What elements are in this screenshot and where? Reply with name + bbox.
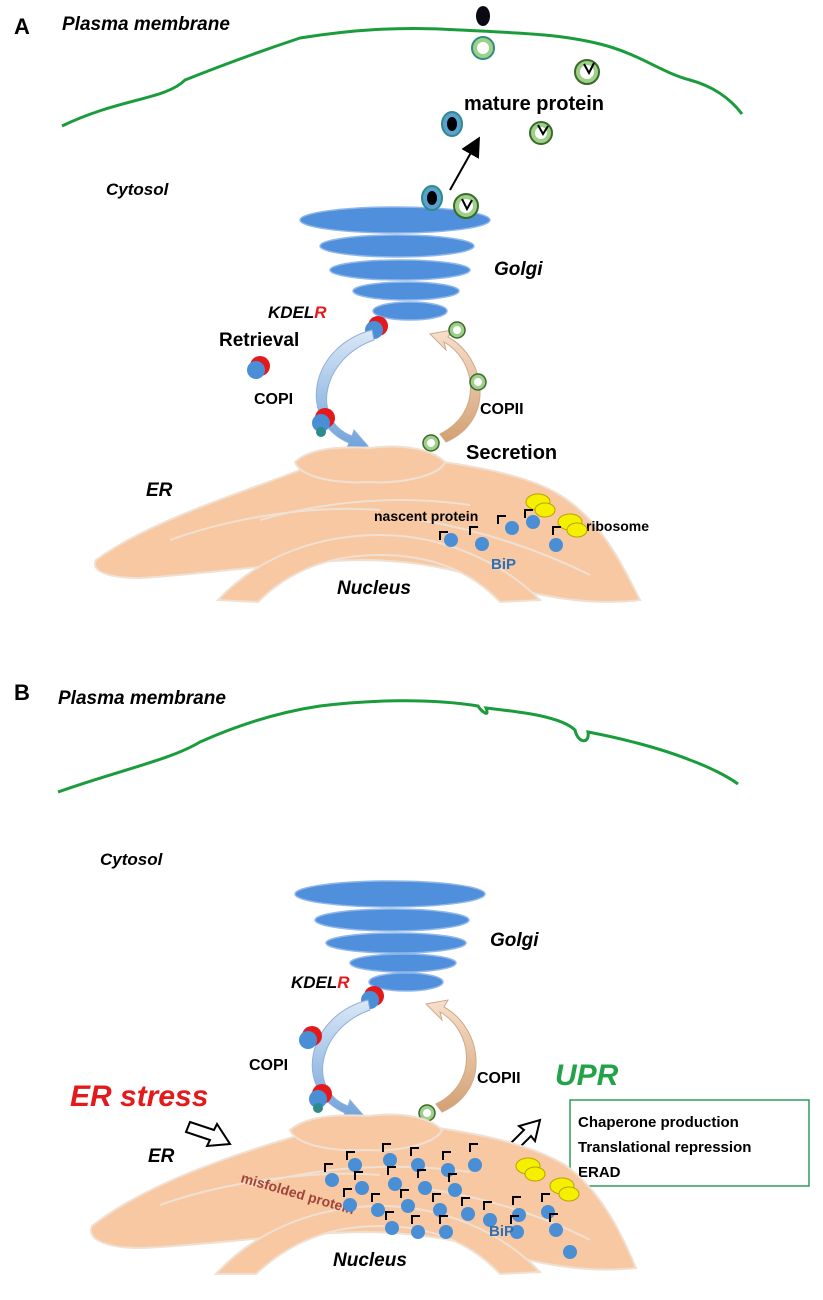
copii-vesicle-icon — [448, 321, 466, 339]
er-membrane — [93, 445, 642, 604]
er-label: ER — [148, 1146, 175, 1167]
cytosol-label: Cytosol — [100, 850, 164, 869]
golgi-exit-protein-icon — [421, 185, 443, 211]
nucleus-label: Nucleus — [333, 1250, 407, 1271]
secreted-protein-icon — [441, 111, 463, 137]
mature-protein-label: mature protein — [464, 93, 604, 115]
kdel-receptor-label: KDELR — [268, 303, 327, 322]
copii-label: COPII — [480, 401, 524, 418]
panel-a: A Plasma membrane mature protein Cytosol — [14, 6, 744, 604]
copii-vesicle-icon — [469, 373, 487, 391]
plasma-membrane-line — [57, 699, 739, 794]
ribosome-icon — [549, 1177, 580, 1202]
upr-item-chaperone: Chaperone production — [578, 1114, 739, 1131]
nascent-protein-label: nascent protein — [374, 508, 478, 524]
mature-protein-dark-icon — [476, 6, 490, 26]
er-label: ER — [146, 480, 173, 501]
bip-label: BiP — [489, 1223, 514, 1240]
golgi-label: Golgi — [494, 259, 543, 280]
copii-vesicle-icon — [418, 1104, 436, 1122]
copi-label: COPI — [249, 1057, 288, 1074]
bip-protein-cluster — [444, 515, 563, 552]
membrane-vesicle-icon — [471, 36, 495, 60]
nascent-protein-chain-icon — [439, 509, 561, 540]
panel-b-letter: B — [14, 680, 30, 705]
copi-vesicle-icon — [299, 1026, 322, 1049]
upr-response-box: Chaperone production Translational repre… — [569, 1099, 810, 1187]
copii-label: COPII — [477, 1070, 521, 1087]
panel-a-letter: A — [14, 14, 30, 39]
copi-vesicle-icon — [247, 356, 270, 379]
er-membrane — [90, 1113, 638, 1276]
copii-vesicle-icon — [422, 434, 440, 452]
ribosome-icon — [515, 1157, 546, 1182]
plasma-membrane-line — [61, 26, 744, 128]
copii-secretion-arrow — [424, 999, 477, 1113]
kdel-receptor-label: KDELR — [291, 973, 350, 992]
golgi-stack — [294, 880, 486, 992]
upr-item-erad: ERAD — [578, 1164, 621, 1181]
ribosome-icon — [557, 513, 588, 538]
plasma-membrane-label: Plasma membrane — [62, 14, 230, 35]
secreted-protein-icon — [529, 121, 553, 145]
misfolded-protein-cluster — [324, 1143, 577, 1259]
cytosol-label: Cytosol — [106, 180, 170, 199]
golgi-exit-vesicle-icon — [453, 193, 479, 219]
panel-b: B Plasma membrane Cytosol Golgi KDELR CO… — [14, 680, 810, 1276]
ribosome-label: ribosome — [586, 518, 649, 534]
membrane-vesicle-icon — [574, 59, 600, 85]
export-arrow — [449, 136, 480, 191]
retrieval-label: Retrieval — [219, 330, 299, 351]
golgi-label: Golgi — [490, 930, 539, 951]
plasma-membrane-label: Plasma membrane — [58, 688, 226, 709]
copi-vesicle-icon — [309, 1084, 332, 1113]
ribosome-icon — [525, 493, 556, 518]
copi-label: COPI — [254, 391, 293, 408]
nucleus-label: Nucleus — [337, 578, 411, 599]
upr-item-translational-repression: Translational repression — [578, 1139, 751, 1156]
copi-vesicle-icon — [312, 408, 335, 437]
er-stress-arrow — [184, 1120, 232, 1148]
golgi-stack — [299, 206, 491, 321]
bip-label: BiP — [491, 556, 516, 573]
upr-label: UPR — [555, 1059, 619, 1092]
er-stress-label: ER stress — [70, 1080, 208, 1113]
secretion-label: Secretion — [466, 442, 557, 464]
